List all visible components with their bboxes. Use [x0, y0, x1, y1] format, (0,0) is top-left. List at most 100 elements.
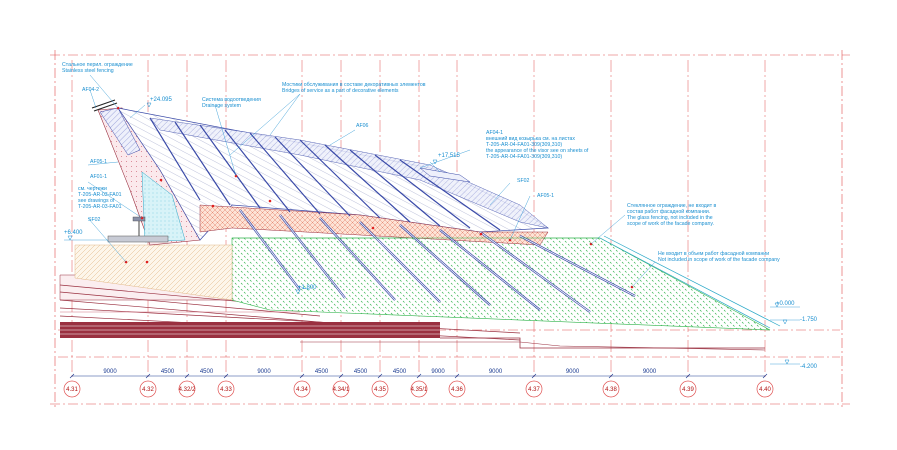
label-sf02-mid: SF02 — [517, 178, 530, 184]
dimension-value: 4500 — [315, 369, 329, 375]
axis-bubble: 4.31 — [63, 380, 81, 398]
axis-bubble: 4.35 — [371, 380, 389, 398]
dimension-tick — [69, 373, 75, 379]
axis-circle — [332, 380, 350, 398]
dimension-tick — [762, 373, 768, 379]
label-steel-fence-en: Stainless steel fencing — [62, 68, 114, 74]
glass-fencing — [599, 235, 781, 329]
dimension-tick — [145, 373, 151, 379]
label-visor-ru1: внешний вид козырька см. на листах — [486, 135, 575, 142]
axis-label: 4.35 — [374, 387, 386, 393]
axis-markers: 4.31 4.32 4.32/2 4.33 4.34 4.34/1 4.35 4.35/1 4.… — [63, 380, 774, 398]
axis-circle — [448, 380, 466, 398]
label-notin-ru: Не входит в объем работ фасадной компани… — [658, 250, 769, 257]
label-glass-ru2: состав работ фасадной компании. — [627, 208, 710, 215]
axis-bubble: 4.37 — [525, 380, 543, 398]
dimension-value: 4500 — [354, 369, 368, 375]
axis-label: 4.32 — [142, 387, 154, 393]
axis-bubble: 4.39 — [679, 380, 697, 398]
dimension-value: 9000 — [257, 369, 271, 375]
upper-ribs — [149, 117, 501, 231]
label-drainage-en: Drainage system — [202, 103, 241, 109]
label-elev-1800: +1.800 — [298, 285, 317, 291]
balcony-structure — [107, 216, 169, 243]
axis-circle — [756, 380, 774, 398]
axis-circle — [139, 380, 157, 398]
visor-tip — [419, 167, 471, 183]
axis-label: 4.33 — [220, 387, 232, 393]
dimension-tick — [685, 373, 691, 379]
visor-band — [149, 117, 549, 229]
label-see-en: see drawings of — [78, 198, 115, 204]
label-elev-0000: +0.000 — [776, 301, 795, 307]
label-sf02-left: SF02 — [88, 217, 101, 223]
label-elev-6400: +6.400 — [64, 230, 83, 236]
dimension-tick — [338, 373, 344, 379]
label-af04-1: AF04-1 — [486, 130, 503, 136]
label-elev-m1750: -1.750 — [800, 317, 818, 323]
dimension-tick — [416, 373, 422, 379]
dimension-tick — [608, 373, 614, 379]
label-glass-ru1: Стеклянное ограждение, не входит в — [627, 203, 717, 209]
sheet-frame — [50, 50, 850, 410]
dimension-value: 4500 — [161, 369, 175, 375]
axis-label: 4.36 — [451, 387, 463, 393]
dimension-tick — [223, 373, 229, 379]
dimension-tick — [454, 373, 460, 379]
dimension-tick — [184, 373, 190, 379]
label-bridges-en: Bridges of service as a part of decorati… — [282, 88, 399, 94]
axis-label: 4.32/2 — [179, 387, 196, 393]
label-steel-fence-ru: Стальное перил. ограждение — [62, 62, 133, 68]
elevation-triangles — [67, 102, 790, 365]
axis-bubble: 4.32/2 — [178, 380, 196, 398]
label-see-en2: T-205-AR-03-FA01 — [78, 204, 122, 210]
dimension-value: 9000 — [103, 369, 117, 375]
dimension-value: 4500 — [393, 369, 407, 375]
axis-label: 4.34/1 — [333, 387, 350, 393]
axis-circle — [410, 380, 428, 398]
label-visor-en2: T-205-AR-04-FA01-309(309,310) — [486, 154, 562, 160]
dimension-value: 4500 — [200, 369, 214, 375]
label-af05-1-left: AF05-1 — [90, 159, 107, 165]
axis-bubble: 4.32 — [139, 380, 157, 398]
axis-circle — [178, 380, 196, 398]
dimension-values: 9000 4500 4500 9000 4500 4500 4500 9000 9000 9000… — [103, 369, 657, 375]
axis-bubble: 4.35/1 — [410, 380, 428, 398]
label-visor-ru2: T-205-AR-04-FA01-309(309,310) — [486, 142, 562, 148]
dimension-value: 9000 — [489, 369, 503, 375]
label-glass-en2: scope of work of the facade company. — [627, 221, 714, 227]
soffit — [199, 204, 549, 246]
axis-bubble: 4.34/1 — [332, 380, 350, 398]
axis-circle — [371, 380, 389, 398]
dimension-ticks — [69, 373, 768, 379]
axis-circle — [63, 380, 81, 398]
dimension-tick — [531, 373, 537, 379]
axis-label: 4.34 — [296, 387, 308, 393]
label-af05-1-mid: AF05-1 — [537, 193, 554, 199]
dimension-tick — [299, 373, 305, 379]
axis-label: 4.39 — [682, 387, 694, 393]
label-notin-en: Not included in scope of work of the fac… — [658, 257, 780, 263]
label-af06: AF06 — [356, 123, 369, 129]
axis-label: 4.37 — [528, 387, 540, 393]
label-elev-24095: +24.095 — [150, 97, 173, 103]
label-bridges-ru: Мостики обслуживания в составе декоратив… — [282, 82, 426, 88]
label-elev-17515: +17.515 — [438, 153, 461, 159]
axis-bubble: 4.36 — [448, 380, 466, 398]
dimension-tick — [377, 373, 383, 379]
label-see-ru2: T-205-AR-03-FA01 — [78, 192, 122, 198]
label-glass-en1: The glass fencing, not included in the — [627, 215, 713, 221]
axis-circle — [679, 380, 697, 398]
axis-circle — [217, 380, 235, 398]
axis-label: 4.38 — [605, 387, 617, 393]
axis-bubble: 4.34 — [293, 380, 311, 398]
dimension-value: 9000 — [566, 369, 580, 375]
axis-bubble: 4.38 — [602, 380, 620, 398]
axis-label: 4.31 — [66, 387, 78, 393]
axis-circle — [525, 380, 543, 398]
leader-lines — [64, 74, 800, 365]
dimension-value: 9000 — [431, 369, 445, 375]
axis-bubble: 4.40 — [756, 380, 774, 398]
axis-label: 4.40 — [759, 387, 771, 393]
